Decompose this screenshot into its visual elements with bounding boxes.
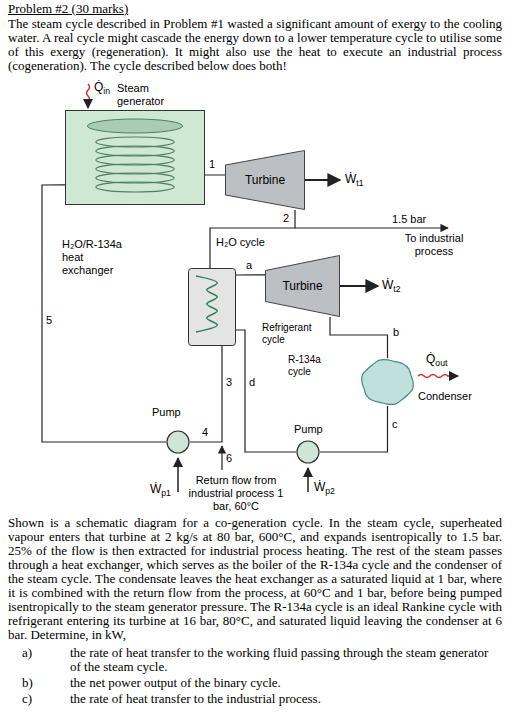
component-label: Pump bbox=[152, 406, 181, 419]
flow-line bbox=[210, 210, 295, 268]
condenser: Condenser bbox=[360, 358, 415, 406]
steam-generator: Steam generator bbox=[65, 110, 205, 205]
flow-line bbox=[190, 346, 222, 442]
condenser-outline bbox=[360, 358, 415, 406]
state-number: 5 bbox=[46, 314, 52, 327]
process-extraction-arrow bbox=[295, 227, 448, 228]
outlet-label: To industrial process bbox=[400, 232, 468, 258]
pump-body bbox=[297, 441, 319, 463]
work-label: Ẇp2 bbox=[314, 480, 335, 494]
cycle-label: Refrigerant cycle bbox=[262, 322, 324, 346]
state-letter: c bbox=[392, 418, 398, 431]
flow-line bbox=[330, 317, 388, 358]
component-label: Condenser bbox=[418, 390, 472, 403]
heat-exchanger: H₂O/R-134a heat exchanger bbox=[188, 268, 236, 346]
heat-exchanger-shell bbox=[189, 269, 236, 346]
state-letter: a bbox=[246, 259, 252, 272]
problem-statement: Shown is a schematic diagram for a co-ge… bbox=[8, 516, 502, 642]
turbine: Turbine bbox=[265, 255, 340, 317]
boiler-drum bbox=[87, 119, 182, 133]
return-flow-arrow bbox=[221, 446, 222, 470]
state-letter: d bbox=[249, 376, 255, 389]
heat-input-arrow bbox=[87, 84, 90, 108]
flow-line bbox=[42, 185, 166, 442]
heat-input-label: Q̇in bbox=[94, 80, 110, 94]
component-label: H₂O/R-134a heat exchanger bbox=[62, 238, 130, 277]
boiler-coil bbox=[96, 182, 174, 192]
heat-exchanger-coil bbox=[196, 276, 217, 332]
turbine-shaft-arrow bbox=[305, 179, 340, 181]
component-label: Pump bbox=[294, 423, 323, 436]
component-label: Turbine bbox=[245, 173, 285, 187]
flow-line bbox=[236, 330, 296, 452]
state-number: 2 bbox=[283, 212, 289, 225]
condenser-body bbox=[362, 360, 414, 405]
heat-exchanger-outline bbox=[188, 268, 236, 346]
turbine-body bbox=[266, 256, 340, 317]
question-text: the rate of heat transfer to the working… bbox=[70, 646, 502, 674]
component-label: Turbine bbox=[282, 279, 322, 293]
question-letter: b) bbox=[22, 676, 33, 690]
pressure-label: 1.5 bar bbox=[392, 213, 426, 226]
flow-line bbox=[236, 274, 265, 275]
component-label: Steam generator bbox=[117, 82, 179, 108]
work-label: Ẇt2 bbox=[382, 278, 401, 292]
cycle-label: H₂O cycle bbox=[216, 236, 265, 249]
state-letter: b bbox=[393, 326, 399, 339]
question-letter: c) bbox=[22, 692, 32, 706]
pump-outline bbox=[166, 430, 190, 454]
intro-paragraph: The steam cycle described in Problem #1 … bbox=[8, 17, 502, 73]
turbine-shaft-arrow bbox=[340, 285, 378, 287]
cycle-label: R-134a cycle bbox=[288, 354, 332, 378]
state-number: 1 bbox=[209, 158, 215, 171]
pump-work-arrow bbox=[307, 468, 309, 492]
turbine: Turbine bbox=[225, 150, 305, 210]
state-number: 3 bbox=[226, 376, 232, 389]
steam-generator-body bbox=[66, 111, 205, 205]
heat-output-arrow bbox=[418, 375, 458, 378]
return-flow-label: Return flow from industrial process 1 ba… bbox=[188, 474, 284, 513]
question-text: the rate of heat transfer to the industr… bbox=[70, 692, 502, 706]
question-text: the net power output of the binary cycle… bbox=[70, 676, 502, 690]
steam-generator-outline bbox=[65, 110, 205, 205]
flow-line bbox=[205, 174, 225, 175]
work-label: Ẇp1 bbox=[150, 482, 171, 496]
pump-work-arrow bbox=[177, 458, 179, 492]
state-number: 4 bbox=[202, 426, 208, 439]
heat-output-label: Q̇out bbox=[426, 352, 447, 366]
problem-title: Problem #2 (30 marks) bbox=[8, 2, 128, 16]
work-label: Ẇt1 bbox=[345, 172, 364, 186]
pump-body bbox=[167, 431, 189, 453]
state-number: 6 bbox=[226, 452, 232, 465]
flow-line bbox=[320, 406, 388, 452]
turbine-body bbox=[226, 151, 305, 210]
pump: Pump bbox=[166, 430, 190, 454]
pump: Pump bbox=[296, 440, 320, 464]
pump-outline bbox=[296, 440, 320, 464]
question-letter: a) bbox=[22, 646, 32, 660]
